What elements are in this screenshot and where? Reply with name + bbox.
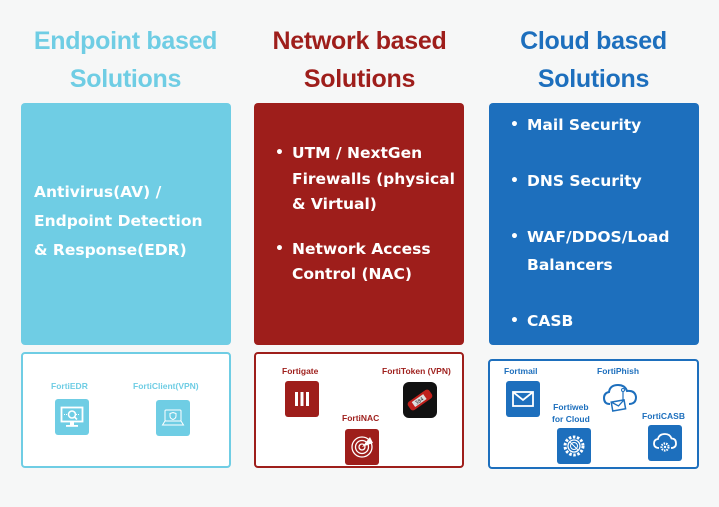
laptop-shield-icon (156, 400, 190, 436)
cloud-products-box: Fortmail FortiPhish Fortiweb for Cloud (488, 359, 699, 469)
product-label-fortiweb: Fortiweb for Cloud (552, 401, 590, 425)
bullet-item: WAF/DDOS/Load Balancers (509, 223, 693, 279)
heading-line: Solutions (69, 65, 182, 93)
bullet-item: CASB (509, 307, 693, 335)
bullet-item: Network Access Control (NAC) (274, 237, 458, 288)
product-label-fortigate: Fortigate (282, 366, 319, 376)
product-label-fortinac: FortiNAC (342, 413, 380, 423)
cloud-phishing-icon (600, 380, 640, 416)
product-label-fortiedr: FortiEDR (51, 381, 88, 391)
token-device-icon: 384 (403, 382, 437, 418)
radar-icon (345, 429, 379, 465)
monitor-search-icon (55, 399, 89, 435)
heading-line: Endpoint based (33, 27, 218, 55)
description-line: & Response(EDR) (34, 241, 187, 259)
heading-line: Network based (272, 27, 447, 55)
svg-text:384: 384 (414, 396, 425, 406)
network-products-box: Fortigate FortiToken (VPN) 384 FortiNAC (254, 352, 464, 468)
endpoint-description: Antivirus(AV) / Endpoint Detection & Res… (34, 178, 203, 265)
endpoint-heading: Endpoint based Solutions (8, 22, 243, 98)
endpoint-panel: Antivirus(AV) / Endpoint Detection & Res… (21, 103, 231, 345)
cloud-panel: Mail Security DNS Security WAF/DDOS/Load… (489, 103, 699, 345)
bullet-item: Mail Security (509, 111, 693, 139)
firewall-bars-icon (285, 381, 319, 417)
bullet-item: DNS Security (509, 167, 693, 195)
product-label-fortmail: Fortmail (504, 366, 538, 376)
endpoint-products-box: FortiEDR FortiClient(VPN) (21, 352, 231, 468)
heading-line: Solutions (537, 65, 650, 93)
bullet-item: UTM / NextGen Firewalls (physical & Virt… (274, 141, 458, 218)
network-heading: Network based Solutions (242, 22, 477, 98)
gear-globe-icon (557, 428, 591, 464)
product-label-fortiphish: FortiPhish (597, 366, 640, 376)
label-line: for Cloud (552, 414, 590, 424)
product-label-fortitoken: FortiToken (VPN) (382, 366, 451, 376)
cloud-heading: Cloud based Solutions (476, 22, 711, 98)
network-panel: UTM / NextGen Firewalls (physical & Virt… (254, 103, 464, 345)
network-bullet-list: UTM / NextGen Firewalls (physical & Virt… (274, 141, 458, 288)
description-line: Antivirus(AV) / (34, 183, 162, 201)
heading-line: Solutions (303, 65, 416, 93)
product-label-forticlient: FortiClient(VPN) (133, 381, 199, 391)
label-line: Fortiweb (553, 402, 589, 412)
product-label-forticasb: FortiCASB (642, 411, 685, 421)
description-line: Endpoint Detection (34, 212, 203, 230)
cloud-bullet-list: Mail Security DNS Security WAF/DDOS/Load… (509, 111, 693, 335)
envelope-icon (506, 381, 540, 417)
cloud-gear-icon (648, 425, 682, 461)
heading-line: Cloud based (520, 27, 667, 55)
